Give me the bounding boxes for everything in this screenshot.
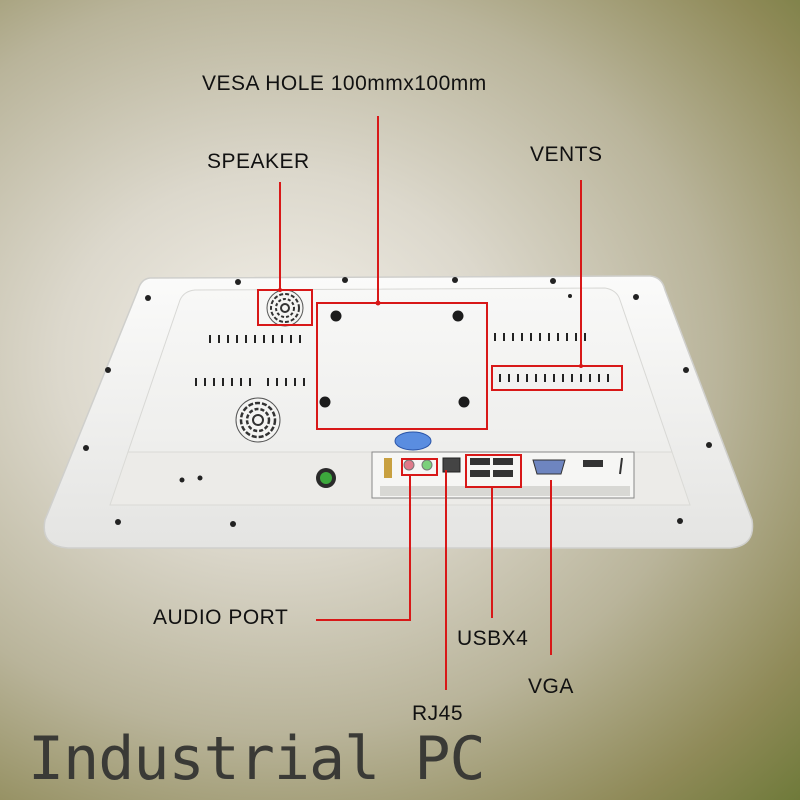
speaker-grille-top	[266, 289, 304, 327]
vents-label: VENTS	[530, 143, 603, 166]
rj45-label: RJ45	[412, 702, 464, 725]
product-title: Industrial PC	[28, 724, 486, 794]
speaker-grille-bottom	[235, 397, 281, 443]
callout-lines	[279, 116, 582, 690]
vga-label: VGA	[528, 675, 574, 698]
vesa-label: VESA HOLE 100mmx100mm	[202, 72, 487, 95]
callout-highlight-boxes	[257, 289, 623, 488]
vent-slots	[195, 333, 609, 386]
label-sticker	[394, 431, 432, 451]
vesa-mount-screws	[319, 310, 470, 408]
audio-port-label: AUDIO PORT	[153, 606, 289, 629]
power-button	[316, 468, 336, 488]
speaker-label: SPEAKER	[207, 150, 310, 173]
pc-back-panel	[43, 275, 754, 549]
usb-label: USBX4	[457, 627, 529, 650]
